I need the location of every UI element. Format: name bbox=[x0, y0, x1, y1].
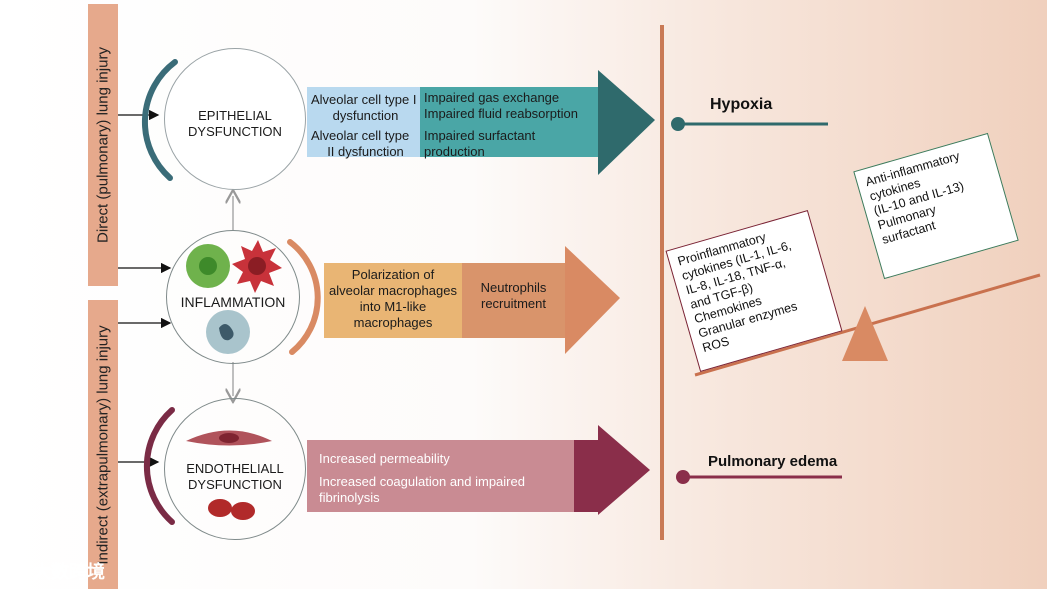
edema-pin bbox=[676, 470, 690, 484]
inflammation-label: INFLAMMATION bbox=[180, 294, 286, 310]
epithelial-circle bbox=[164, 48, 306, 190]
inflammation-arc bbox=[287, 239, 321, 355]
epithelial-cause-box: Alveolar cell type I dysfunction Alveola… bbox=[307, 87, 420, 159]
endothelial-arrow-neck bbox=[574, 440, 598, 512]
epithelial-effect-box: Impaired gas exchange Impaired fluid rea… bbox=[420, 87, 598, 159]
balance-fulcrum bbox=[842, 306, 888, 361]
direct-injury-bar: Direct (pulmonary) lung injury bbox=[88, 4, 118, 286]
hypoxia-pin bbox=[671, 117, 685, 131]
inflammation-cause-box: Polarization of alveolar macrophages int… bbox=[324, 263, 462, 338]
epithelial-arc bbox=[141, 59, 178, 181]
endothelial-circle bbox=[164, 398, 306, 540]
epithelial-label: EPITHELIAL DYSFUNCTION bbox=[188, 108, 282, 139]
endothelial-effect-box: Increased permeability Increased coagula… bbox=[307, 440, 574, 512]
endothelial-arrow-head bbox=[598, 425, 650, 515]
inflammation-circle bbox=[166, 230, 300, 364]
pulmonary-edema-label: Pulmonary edema bbox=[708, 453, 838, 470]
watermark-logo-icon: ◎ bbox=[10, 562, 28, 582]
watermark: ◎ 大数跨境 bbox=[10, 562, 106, 582]
endothelial-arc bbox=[143, 407, 175, 525]
indirect-injury-bar: Indirect (extrapulmonary) lung injury bbox=[88, 300, 118, 589]
epithelial-arrow-head bbox=[598, 70, 655, 175]
endothelial-label: ENDOTHELIALL DYSFUNCTION bbox=[186, 461, 284, 492]
hypoxia-label: Hypoxia bbox=[710, 96, 773, 113]
inflammation-arrow-head bbox=[565, 246, 620, 354]
inflammation-effect-box: Neutrophils recruitment bbox=[462, 263, 565, 338]
